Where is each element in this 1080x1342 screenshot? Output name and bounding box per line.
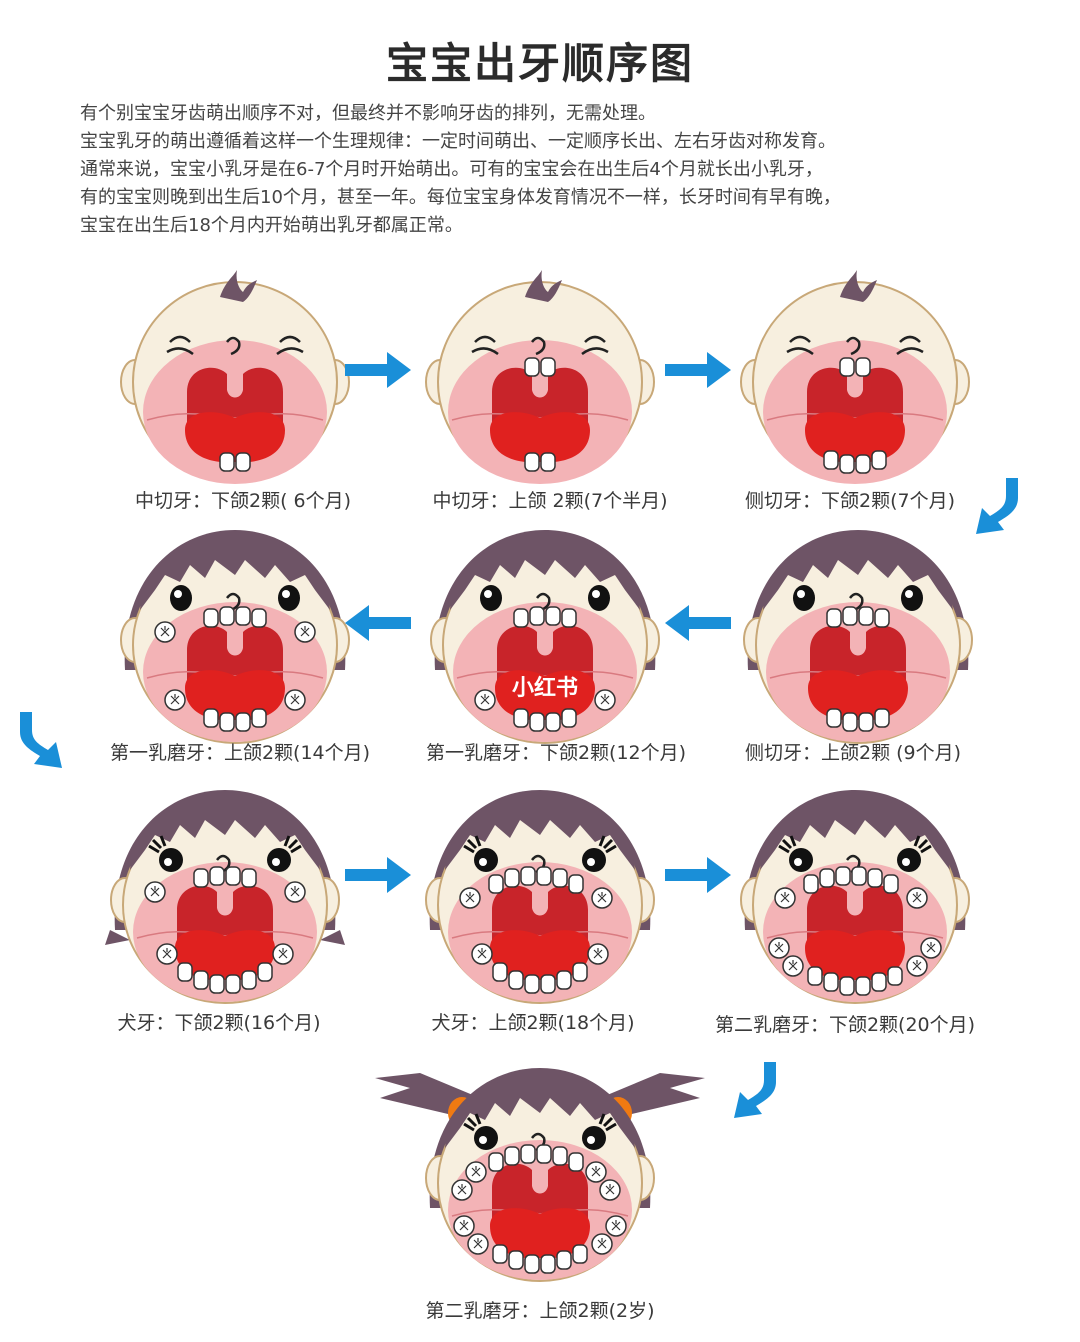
stage-8-face [420,780,660,1020]
arrow-right-icon [665,352,731,388]
stage-6-face [115,520,355,760]
stage-9-label: 第二乳磨牙：下颌2颗(20个月) [714,1014,976,1036]
arrow-right-icon [345,352,411,388]
intro-line: 通常来说，宝宝小乳牙是在6-7个月时开始萌出。可有的宝宝会在出生后4个月就长出小… [80,159,823,180]
intro-line: 宝宝乳牙的萌出遵循着这样一个生理规律：一定时间萌出、一定顺序长出、左右牙齿对称发… [80,131,836,152]
stage-10-label: 第二乳磨牙：上颌2颗(2岁) [425,1300,655,1322]
stage-3-label: 侧切牙：下颌2颗(7个月) [744,490,956,512]
watermark: 小红书 [512,675,578,701]
stage-6-label: 第一乳磨牙：上颌2颗(14个月) [109,742,371,764]
stage-2-face [420,262,660,502]
intro-line: 有的宝宝则晚到出生后10个月，甚至一年。每位宝宝身体发育情况不一样，长牙时间有早… [80,187,841,208]
intro-line: 有个别宝宝牙齿萌出顺序不对，但最终并不影响牙齿的排列，无需处理。 [80,103,656,124]
arrow-left-icon [665,605,731,641]
stage-3-face [735,262,975,502]
stage-10-face [370,1058,710,1298]
stage-2-label: 中切牙：上颌 2颗(7个半月) [432,490,668,512]
stage-5-label: 第一乳磨牙：下颌2颗(12个月) [425,742,687,764]
stage-7-face [105,780,345,1020]
arrow-down-right-icon [18,712,66,770]
arrow-down-left-icon [730,1062,778,1120]
stage-5-face: 小红书 [425,520,665,760]
stage-4-label: 侧切牙：上颌2颗 (9个月) [744,742,962,764]
arrow-left-icon [345,605,411,641]
stage-7-label: 犬牙：下颌2颗(16个月) [117,1012,321,1034]
arrow-down-left-icon [972,478,1020,536]
stage-1-face [115,262,355,502]
page-title: 宝宝出牙顺序图 [385,39,694,88]
stage-4-face [738,520,978,760]
stage-8-label: 犬牙：上颌2颗(18个月) [431,1012,635,1034]
intro-line: 宝宝在出生后18个月内开始萌出乳牙都属正常。 [80,215,463,236]
stage-1-label: 中切牙：下颌2颗( 6个月) [134,490,352,512]
arrow-right-icon [345,857,411,893]
arrow-right-icon [665,857,731,893]
stage-9-face [735,780,975,1020]
intro-text: 有个别宝宝牙齿萌出顺序不对，但最终并不影响牙齿的排列，无需处理。 宝宝乳牙的萌出… [80,100,1020,240]
